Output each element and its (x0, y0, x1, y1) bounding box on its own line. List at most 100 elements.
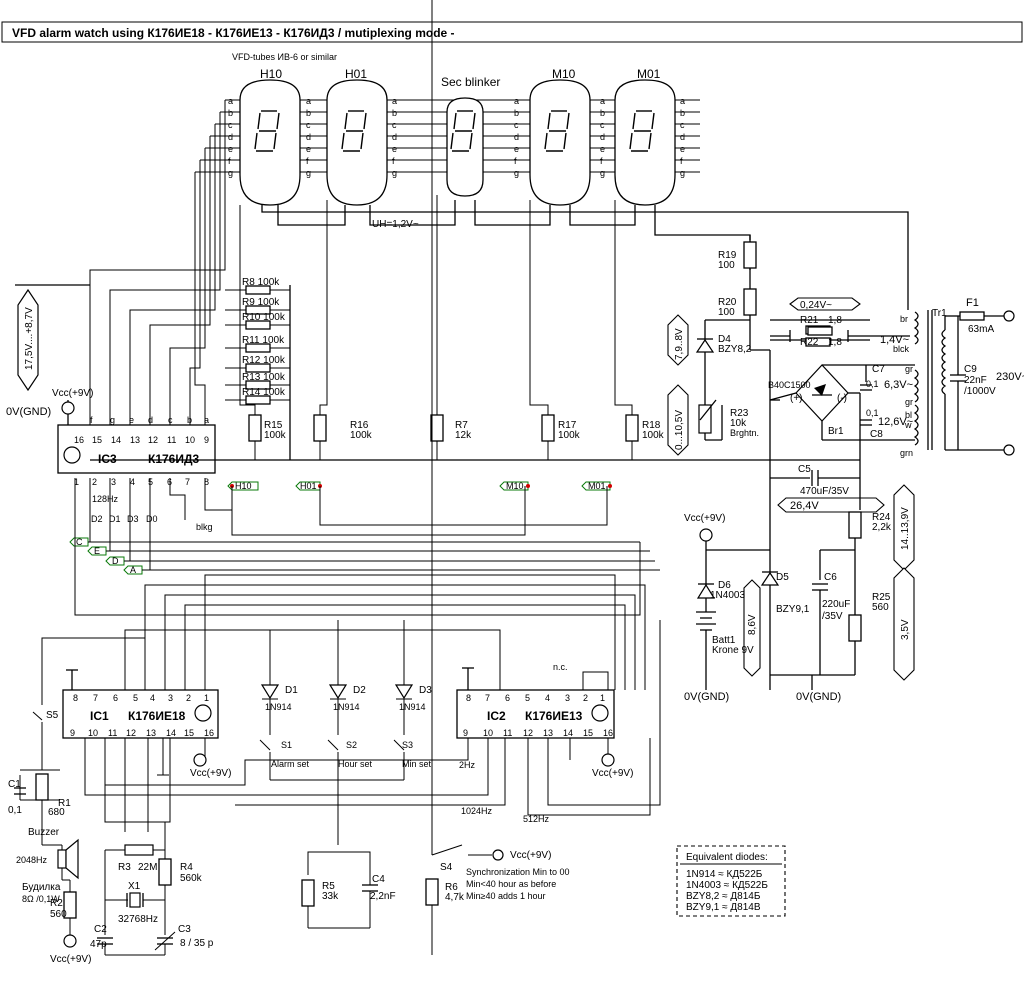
svg-text:1N914 ≈ КД522Б: 1N914 ≈ КД522Б (686, 869, 763, 880)
svg-text:2: 2 (583, 693, 588, 703)
svg-text:560k: 560k (180, 873, 203, 884)
set-switches: S1 Alarm set S2 Hour set S3 Min set (259, 739, 432, 845)
title-box (1, 21, 1023, 43)
bridge-rectifier: B40C1500 (+) (-) Br1 C7 0,1 0,1 C8 (768, 364, 915, 468)
svg-text:11: 11 (108, 728, 117, 738)
svg-text:12,6V~: 12,6V~ (878, 416, 913, 428)
power-supply: C5 470uF/35V 26,4V R24 2,2k R25 560 14..… (706, 400, 915, 703)
svg-text:d: d (228, 132, 233, 142)
tube-h10 (239, 79, 301, 206)
svg-text:D2: D2 (91, 514, 103, 524)
svg-text:12k: 12k (455, 430, 472, 441)
svg-text:1,8: 1,8 (828, 337, 842, 348)
svg-text:BZY8,2 ≈ Д814Б: BZY8,2 ≈ Д814Б (686, 891, 761, 902)
r10-ref: R10 (242, 312, 261, 323)
svg-text:D3: D3 (127, 514, 139, 524)
svg-text:w: w (904, 420, 912, 430)
svg-text:1: 1 (600, 693, 605, 703)
tube-sec (446, 97, 484, 197)
svg-text:14..13,9V: 14..13,9V (900, 507, 911, 550)
bright-volt-label: 0...10,5V (674, 410, 685, 450)
svg-text:C8: C8 (870, 429, 883, 440)
svg-text:R11 100k: R11 100k (242, 335, 285, 346)
svg-text:d: d (392, 132, 397, 142)
svg-text:R21: R21 (800, 315, 819, 326)
svg-text:Будилка: Будилка (22, 882, 61, 893)
svg-text:C9: C9 (964, 364, 977, 375)
svg-text:D4: D4 (718, 334, 731, 345)
svg-text:a: a (392, 96, 397, 106)
svg-text:BZY9,1: BZY9,1 (776, 604, 810, 615)
svg-text:n.c.: n.c. (553, 662, 568, 672)
svg-text:Min set: Min set (402, 759, 432, 769)
svg-text:R10 100k: R10 100k (242, 312, 286, 323)
svg-text:8: 8 (73, 693, 78, 703)
gnd-label-right: 0V(GND) (796, 691, 841, 703)
filament-resistors: 0,24V~ R21 1,8 R22 1,8 (770, 297, 910, 348)
svg-text:4: 4 (545, 693, 550, 703)
svg-text:B40C1500: B40C1500 (768, 380, 811, 390)
svg-text:Alarm set: Alarm set (271, 759, 310, 769)
svg-text:C3: C3 (178, 924, 191, 935)
svg-text:gr: gr (905, 397, 913, 407)
svg-text:blck: blck (893, 344, 910, 354)
rail-tags: H10 H01 M10 M01 (227, 481, 612, 491)
svg-text:1,4V~: 1,4V~ (880, 334, 909, 346)
vcc-ic1: Vcc(+9V) (190, 768, 231, 779)
svg-text:IC2: IC2 (487, 709, 506, 723)
svg-text:4,7k: 4,7k (445, 892, 465, 903)
svg-text:1N914: 1N914 (265, 702, 292, 712)
svg-text:b: b (514, 108, 519, 118)
tube-label-h01: H01 (345, 67, 367, 81)
gnd-label-left: 0V(GND) (6, 406, 51, 418)
svg-text:10: 10 (185, 435, 195, 445)
svg-text:E: E (94, 546, 100, 556)
ic1: IC1 К176ИЕ18 8 7 6 5 4 3 2 1 9 10 11 12 … (62, 669, 231, 779)
svg-text:g: g (680, 168, 685, 178)
svg-text:11: 11 (167, 435, 176, 445)
svg-text:22nF: 22nF (964, 375, 987, 386)
svg-text:Synchronization Min to 00: Synchronization Min to 00 (466, 867, 570, 877)
svg-text:f: f (228, 156, 231, 166)
svg-text:R18: R18 (642, 420, 661, 431)
svg-text:c: c (680, 120, 685, 130)
set-diodes: D1 1N914 D2 1N914 D3 1N914 (260, 620, 432, 735)
tube-label-m01: M01 (637, 67, 661, 81)
svg-text:f: f (306, 156, 309, 166)
svg-text:100k: 100k (264, 430, 287, 441)
svg-text:470uF/35V: 470uF/35V (800, 486, 849, 497)
vcc-ic3: Vcc(+9V) (52, 388, 93, 399)
svg-text:7: 7 (485, 693, 490, 703)
svg-text:Equivalent diodes:: Equivalent diodes: (686, 852, 768, 863)
svg-text:S1: S1 (281, 740, 292, 750)
svg-text:0,1: 0,1 (8, 805, 22, 816)
svg-text:10: 10 (88, 728, 98, 738)
svg-text:R20: R20 (718, 297, 737, 308)
svg-text:4: 4 (130, 477, 135, 487)
svg-text:c: c (392, 120, 397, 130)
bus-tags: C E D A (69, 537, 660, 575)
title: VFD alarm watch using К176ИЕ18 - К176ИЕ1… (12, 26, 455, 40)
ic2: IC2 К176ИЕ13 8 7 6 5 4 3 2 1 9 10 11 12 … (84, 620, 661, 824)
svg-text:D3: D3 (419, 685, 432, 696)
r12-val: 100k (263, 355, 286, 366)
vcc-buzzer: Vcc(+9V) (50, 954, 91, 965)
svg-text:R22: R22 (800, 337, 819, 348)
svg-text:230V~: 230V~ (996, 371, 1024, 383)
svg-text:A: A (130, 565, 136, 575)
svg-text:0,1: 0,1 (866, 379, 879, 389)
svg-text:R16: R16 (350, 420, 369, 431)
svg-text:16: 16 (204, 728, 214, 738)
svg-text:a: a (680, 96, 685, 106)
battery-backup: Vcc(+9V) D6 1N4003 Batt1 Krone 9V 0V(GND… (684, 513, 754, 703)
svg-text:100: 100 (718, 260, 735, 271)
svg-text:2: 2 (186, 693, 191, 703)
svg-text:5: 5 (525, 693, 530, 703)
r9-val: 100k (258, 297, 281, 308)
svg-text:128Hz: 128Hz (92, 494, 119, 504)
svg-text:Hour set: Hour set (338, 759, 373, 769)
svg-text:gr: gr (905, 364, 913, 374)
svg-text:D5: D5 (776, 572, 789, 583)
r13-ref: R13 (242, 372, 261, 383)
svg-text:13: 13 (130, 435, 140, 445)
